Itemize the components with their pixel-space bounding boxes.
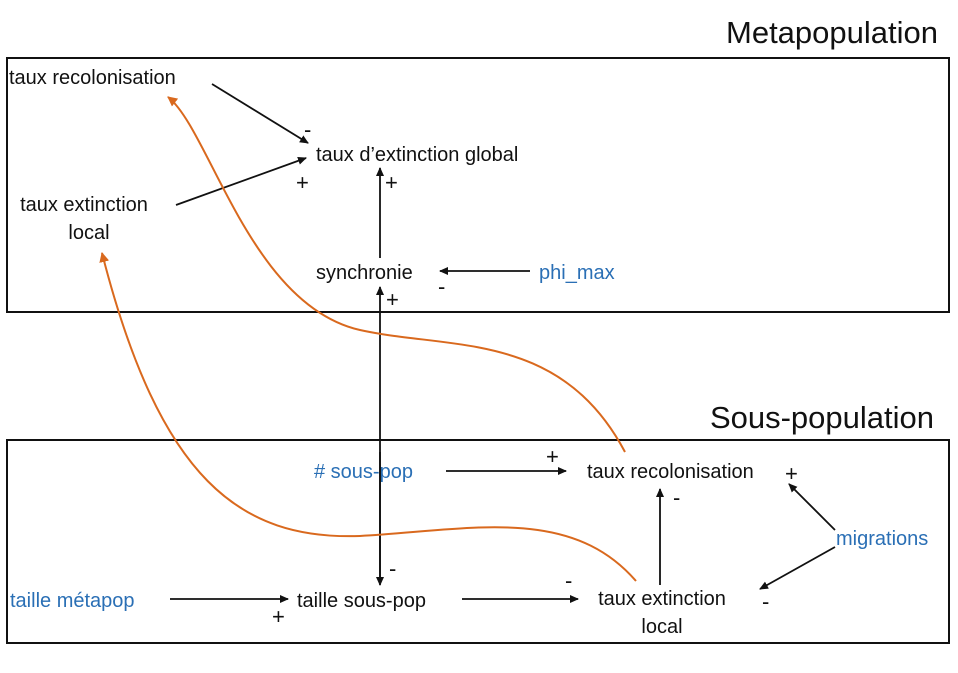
sign-subpop-size-to-synchrony: + <box>386 287 399 312</box>
meta-recolonisation-rate: taux recolonisation <box>9 67 176 89</box>
phi-max: phi_max <box>539 262 615 284</box>
sign-n-subpops-to-subpop-size: - <box>389 556 396 581</box>
sign-migrations-to-recolonisation: + <box>785 461 798 486</box>
metapopulation-box <box>6 57 950 313</box>
link-sub-extinction-to-meta-extinction <box>99 252 637 582</box>
global-extinction-rate: taux d’extinction global <box>316 144 518 166</box>
metapopulation-title: Metapopulation <box>726 15 938 50</box>
meta-local-extinction-line2: local <box>68 222 109 244</box>
sign-metapop-size-to-subpop-size: + <box>272 604 285 629</box>
sign-local-extinction-to-global: + <box>296 170 309 195</box>
sign-phi-max-to-synchrony: - <box>438 274 445 299</box>
sign-recolonisation-to-global: - <box>304 117 311 142</box>
sign-subpop-size-to-extinction: - <box>565 568 572 593</box>
meta-local-extinction-line1: taux extinction <box>20 194 148 216</box>
synchrony: synchronie <box>316 262 413 284</box>
subpopulation-box <box>6 439 950 644</box>
subpopulation-title: Sous-population <box>710 400 934 435</box>
sign-extinction-to-recolonisation: - <box>673 485 680 510</box>
migrations: migrations <box>836 528 928 550</box>
subpop-size: taille sous-pop <box>297 590 426 612</box>
arrow-recolonisation-to-global <box>211 83 309 144</box>
sub-local-extinction-line2: local <box>641 616 682 638</box>
arrow-migrations-to-extinction <box>759 546 836 590</box>
sign-synchrony-to-global: + <box>385 170 398 195</box>
arrow-migrations-to-recolonisation <box>788 483 836 531</box>
sub-recolonisation-rate: taux recolonisation <box>587 461 754 483</box>
sign-n-subpops-to-recolonisation: + <box>546 444 559 469</box>
arrow-local-extinction-to-global <box>175 156 307 206</box>
n-subpops: # sous-pop <box>314 461 413 483</box>
sign-migrations-to-extinction: - <box>762 589 769 614</box>
link-sub-recolonisation-to-meta-recolonisation <box>167 96 626 453</box>
metapop-size: taille métapop <box>10 590 135 612</box>
sub-local-extinction-line1: taux extinction <box>598 588 726 610</box>
